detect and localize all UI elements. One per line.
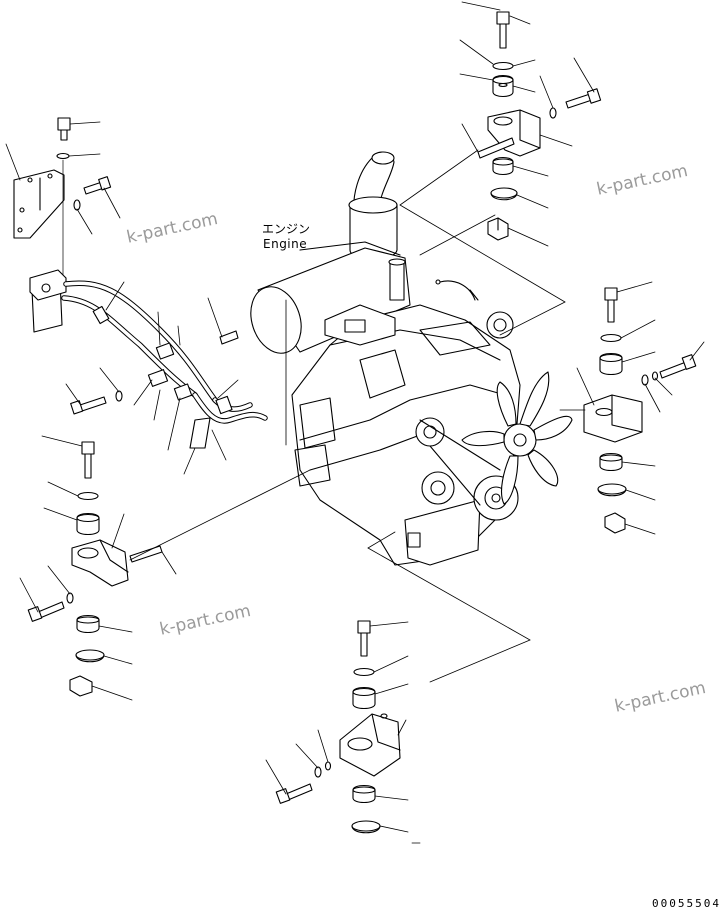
mount-left <box>19 435 177 701</box>
engine-label-jp: エンジン <box>262 222 311 236</box>
guide-lines <box>129 149 586 683</box>
mount-top-right <box>459 1 602 247</box>
filter-assembly <box>5 117 268 475</box>
mount-bottom <box>265 620 421 844</box>
mount-right <box>576 281 705 535</box>
figure-code: 00055504 <box>652 897 721 910</box>
cooling-fan <box>461 371 573 505</box>
engine-assembly <box>250 151 573 566</box>
engine-label-en: Engine <box>263 237 308 251</box>
